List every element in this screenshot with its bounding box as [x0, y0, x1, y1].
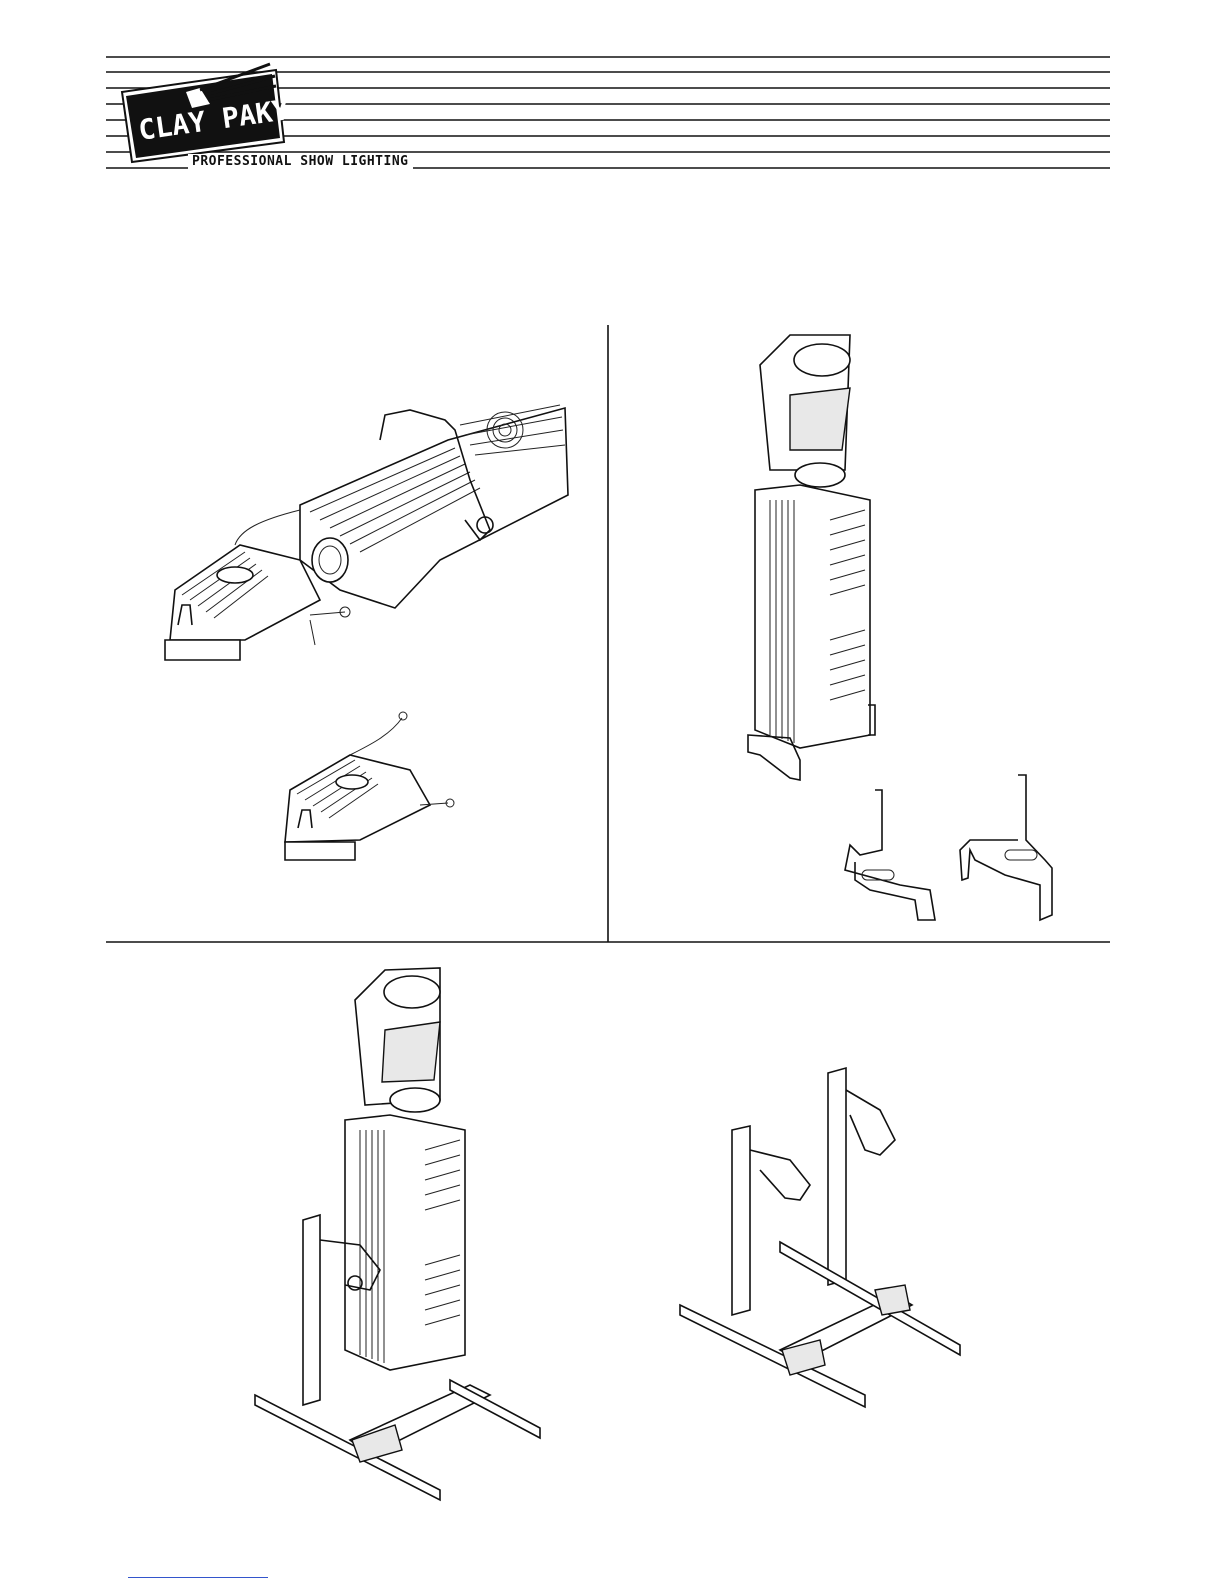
logo-tagline: PROFESSIONAL SHOW LIGHTING [188, 154, 413, 169]
figure-brackets [845, 775, 1052, 920]
figure-projector-detached [165, 405, 568, 660]
clay-paky-logo: CLAY PAKY [122, 64, 291, 162]
footer-link-underline[interactable] [128, 1577, 268, 1578]
figure-projector-vertical [748, 335, 875, 780]
figure-lamp-housing [285, 712, 454, 860]
figure-floor-stand [680, 1068, 960, 1407]
figure-projector-on-stand [255, 968, 540, 1500]
